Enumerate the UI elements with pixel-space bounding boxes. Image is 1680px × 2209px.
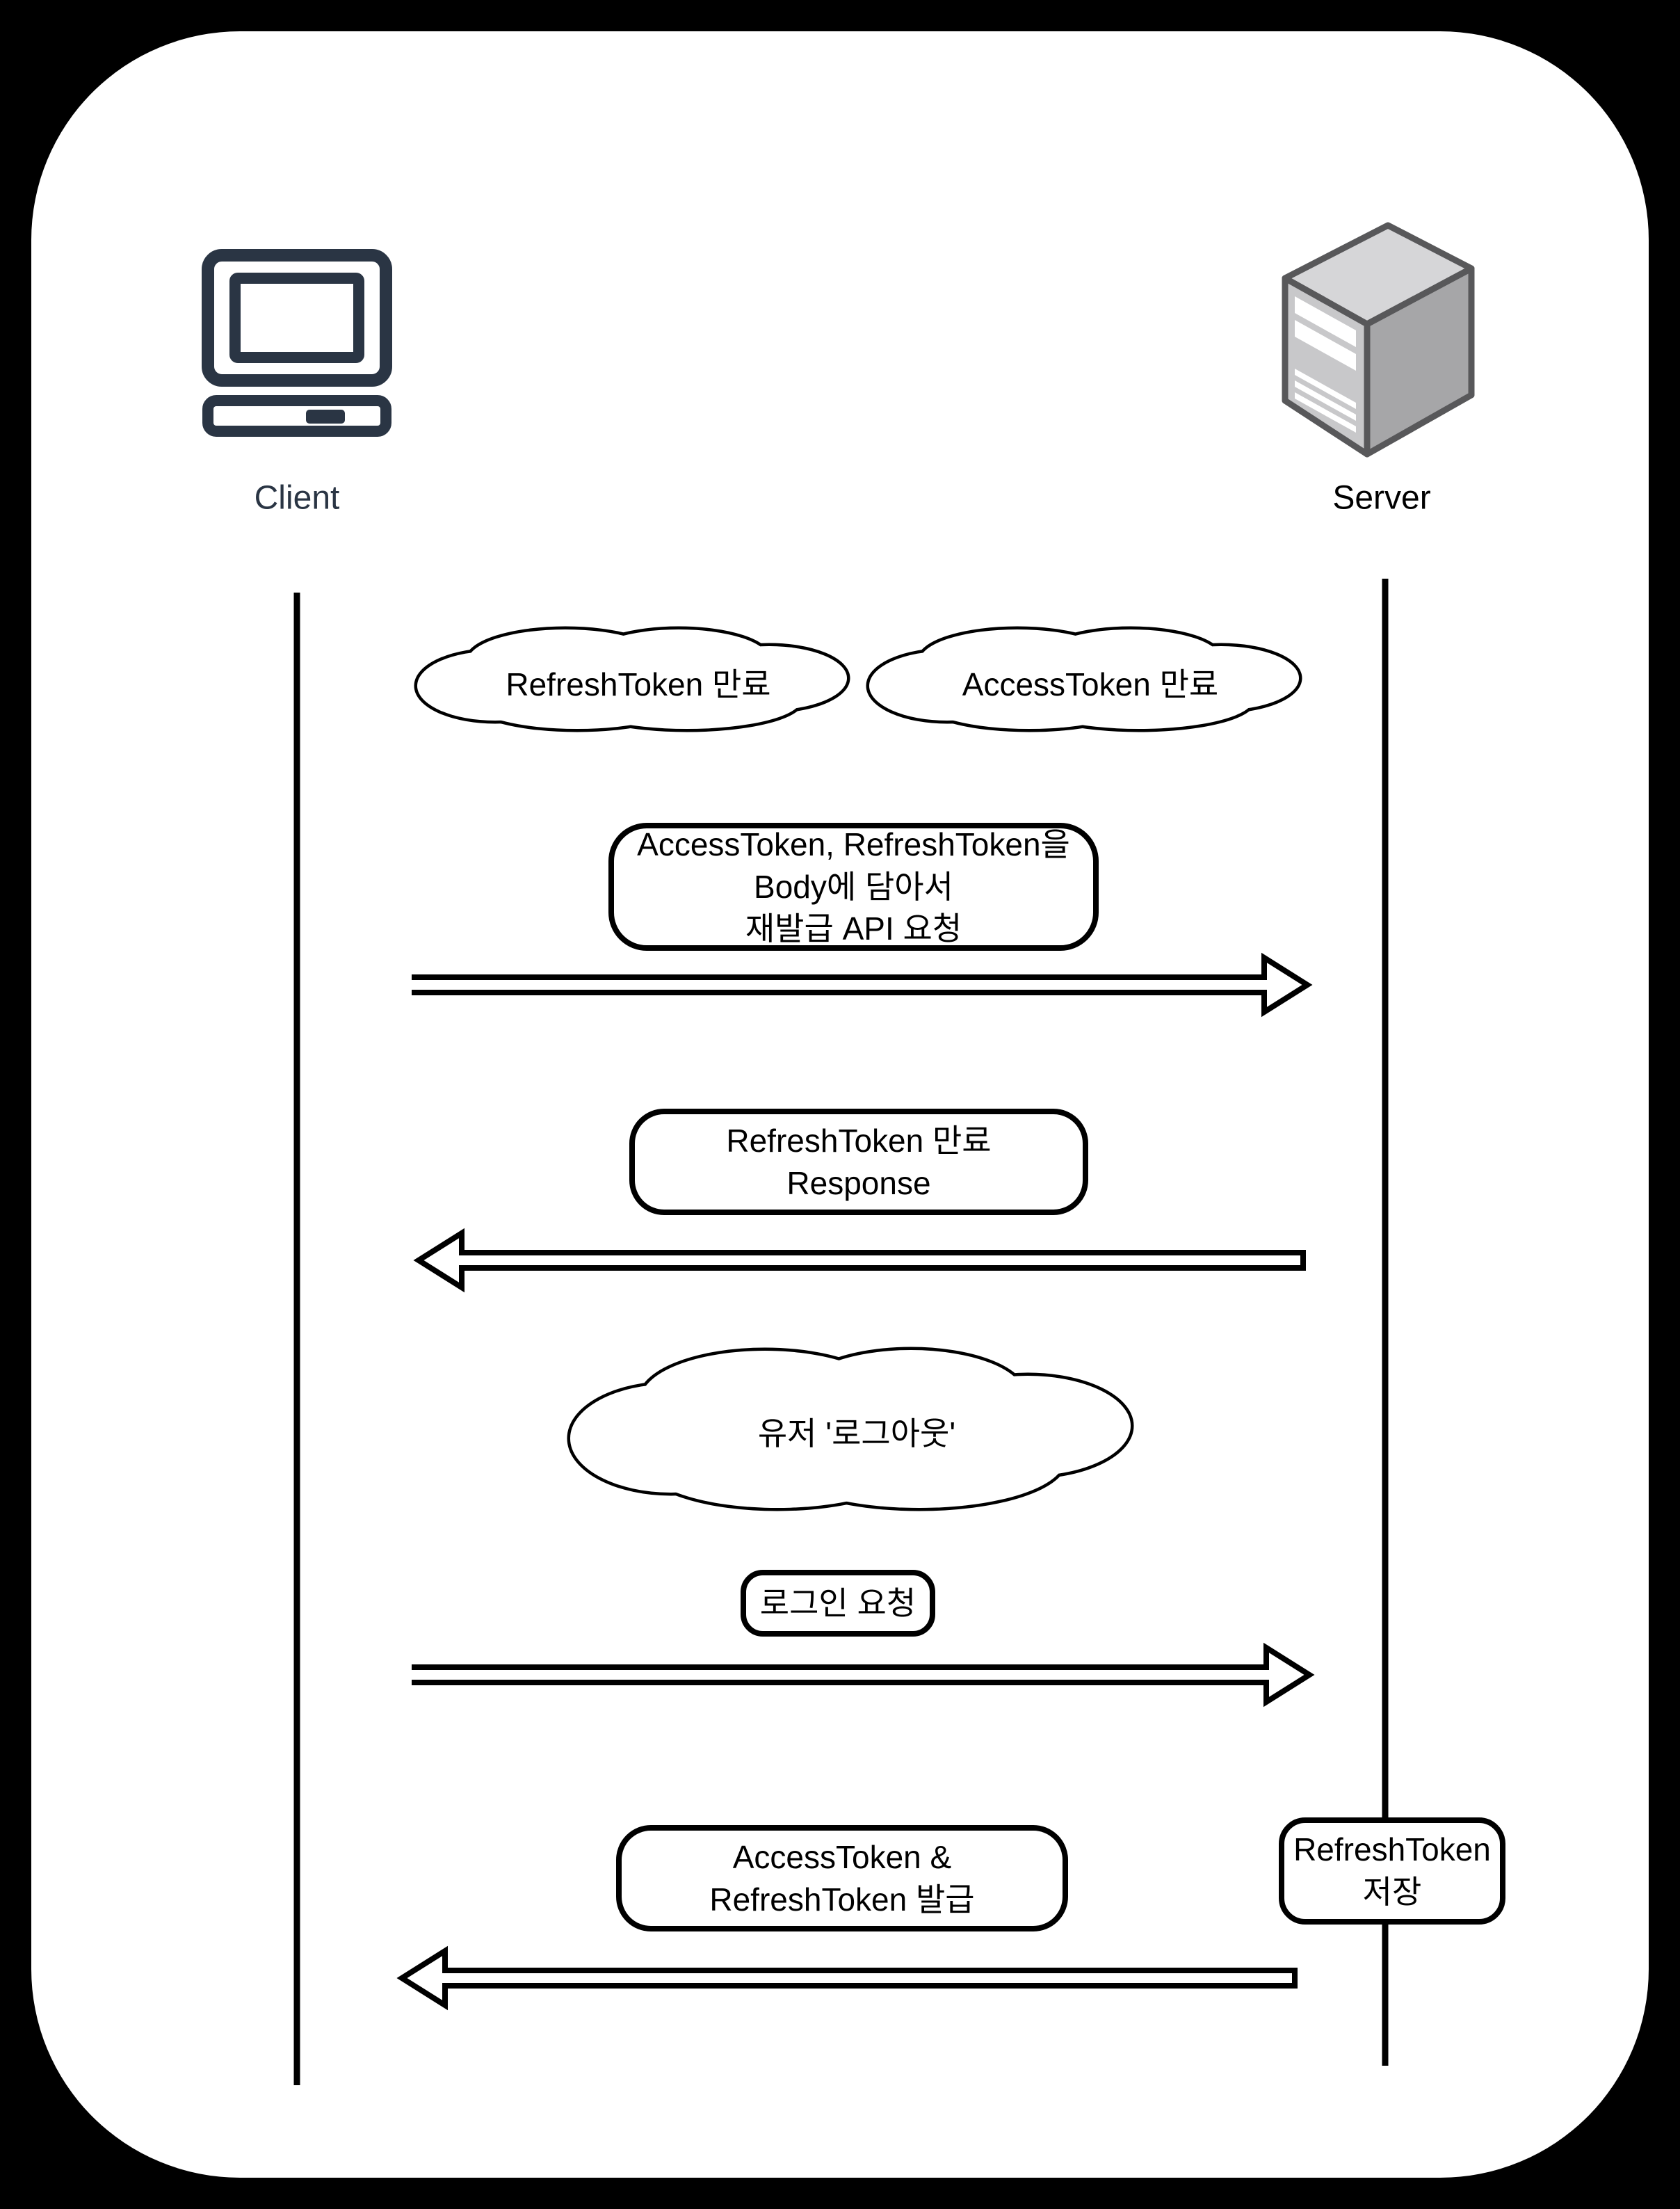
arrow-refresh-expired-response-left [413, 1228, 1306, 1293]
message-box-login-request: 로그인 요청 [741, 1570, 935, 1637]
arrow-token-issued-left [396, 1945, 1298, 2011]
message-line: Body에 담아서 [754, 868, 953, 905]
message-line: AccessToken & [732, 1838, 952, 1875]
client-label: Client [254, 479, 340, 517]
message-box-refresh-expired-response: RefreshToken 만료 Response [629, 1109, 1088, 1215]
message-line: 저장 [1362, 1874, 1422, 1910]
message-box-reissue-request: AccessToken, RefreshToken을 Body에 담아서 재발급… [608, 823, 1099, 951]
arrow-login-request-right [412, 1642, 1315, 1708]
client-computer-icon [202, 249, 392, 437]
server-tower-icon [1282, 222, 1475, 458]
message-line: 로그인 요청 [759, 1584, 916, 1621]
message-line: RefreshToken [1293, 1831, 1491, 1868]
message-line: RefreshToken 발급 [709, 1881, 975, 1918]
message-line: AccessToken, RefreshToken을 [637, 826, 1070, 862]
note-box-refreshtoken-store: RefreshToken 저장 [1279, 1817, 1505, 1925]
monitor-screen [229, 273, 364, 363]
message-box-token-issued: AccessToken & RefreshToken 발급 [616, 1825, 1068, 1931]
computer-base-slot [306, 410, 345, 424]
server-drive-slots [1295, 296, 1356, 433]
computer-base [202, 395, 391, 437]
message-line: Response [786, 1164, 931, 1201]
server-label: Server [1332, 479, 1431, 517]
cloud-accesstoken-expired-label: AccessToken 만료 [962, 666, 1219, 702]
cloud-refreshtoken-expired-label: RefreshToken 만료 [506, 666, 771, 702]
message-line: 재발급 API 요청 [745, 910, 962, 947]
message-line: RefreshToken 만료 [726, 1122, 992, 1159]
arrow-reissue-request-right [412, 952, 1313, 1018]
cloud-user-logout-label: 유저 '로그아웃' [757, 1415, 956, 1452]
